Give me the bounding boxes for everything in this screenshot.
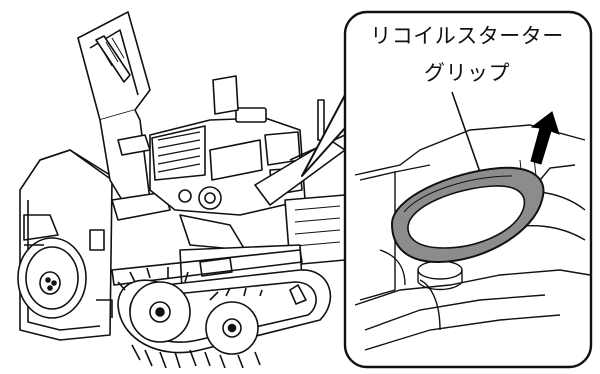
auger-housing	[17, 149, 131, 341]
crawler-tracks	[117, 267, 332, 369]
recoil-starter-grip	[390, 166, 545, 264]
callout-box	[343, 10, 593, 369]
up-right-arrow-icon	[530, 111, 560, 165]
callout-label-line2: グリップ	[424, 61, 510, 85]
snowblower-machine	[17, 11, 346, 369]
label-leader-line	[451, 91, 483, 179]
engine	[149, 75, 306, 251]
callout-label-line1: リコイルスターター	[370, 24, 564, 48]
discharge-chute	[77, 11, 171, 221]
